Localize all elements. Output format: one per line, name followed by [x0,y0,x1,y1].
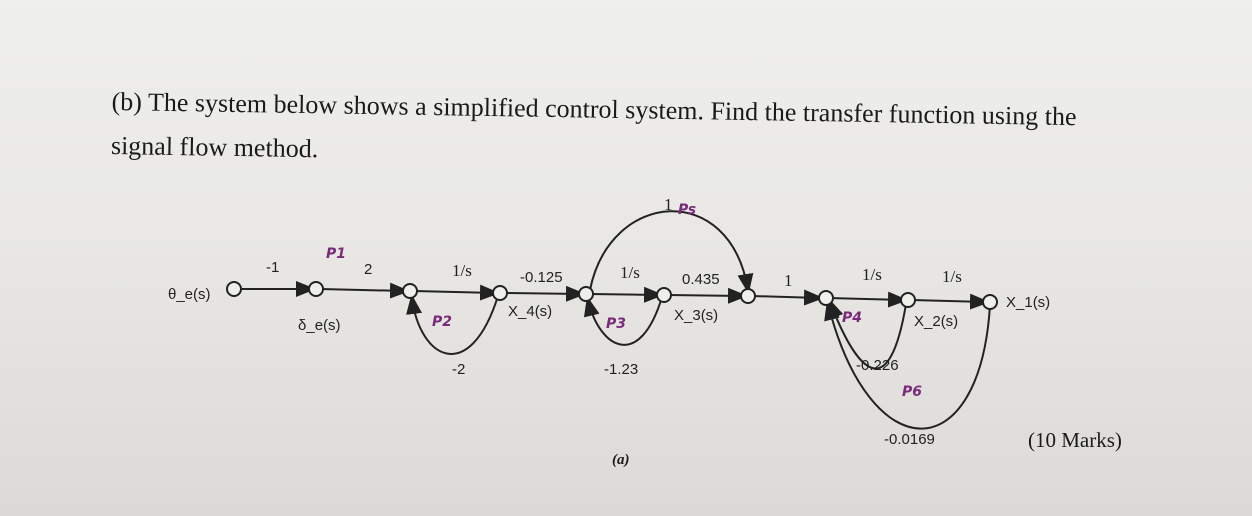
node-input [226,281,242,297]
handwritten-p4: P4 [842,310,862,326]
x3-label: X_3(s) [674,307,718,324]
handwritten-p3: P3 [606,316,626,332]
gain-6: 0.435 [682,271,720,288]
input-label: θ_e(s) [168,286,211,303]
node-delta [308,281,324,297]
gain-loop-p2: -2 [452,361,465,378]
marks-label: (10 Marks) [1028,428,1122,452]
node-x2 [900,292,916,308]
node-4 [578,286,594,302]
node-6 [740,288,756,304]
output-label: X_1(s) [1006,294,1050,311]
gain-top-loop: 1 [664,195,673,214]
x2-label: X_2(s) [914,313,958,330]
nodes [226,281,998,310]
figure-label: (a) [612,452,630,468]
gain-1: -1 [266,259,279,276]
node-output [982,294,998,310]
handwritten-p1: P1 [326,246,346,262]
forward-path [242,281,990,310]
gain-loop-p3: -1.23 [604,361,638,378]
gain-4: -0.125 [520,269,563,286]
handwritten-p2: P2 [432,314,452,330]
loops [406,210,991,430]
gain-2: 2 [364,261,372,278]
handwritten-p6: P6 [902,384,922,400]
gain-loop-p5: -0.226 [856,357,899,374]
node-7 [818,290,834,306]
gain-3: 1/s [452,261,472,280]
gain-5: 1/s [620,263,640,282]
gain-9: 1/s [942,267,962,286]
x4-label: X_4(s) [508,303,552,320]
node-x3 [656,287,672,303]
gain-8: 1/s [862,265,882,284]
handwritten-p5: Ps [678,202,696,218]
delta-label: δ_e(s) [298,317,341,334]
gain-7: 1 [784,271,793,290]
node-2 [402,283,418,299]
gain-loop-p6: -0.0169 [884,431,935,448]
node-x4 [492,285,508,301]
